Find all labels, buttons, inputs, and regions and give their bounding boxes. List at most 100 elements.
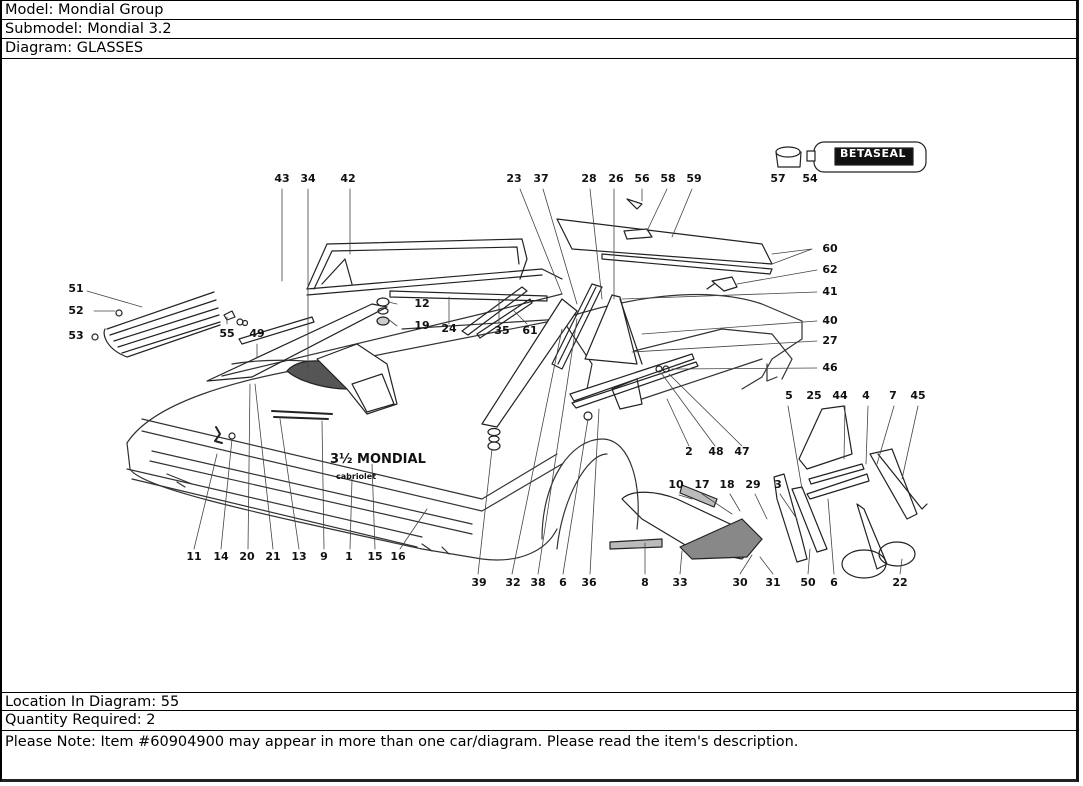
callout-6[interactable]: 6 <box>559 576 567 589</box>
callout-60[interactable]: 60 <box>822 242 838 255</box>
callout-32[interactable]: 32 <box>505 576 521 589</box>
callout-12[interactable]: 12 <box>414 297 430 310</box>
callout-22[interactable]: 22 <box>892 576 908 589</box>
callout-35[interactable]: 35 <box>494 324 510 337</box>
part-56-clip <box>626 198 643 210</box>
callout-3[interactable]: 3 <box>774 478 782 491</box>
ferrari-script-emblem <box>271 410 333 420</box>
part-23-seal <box>476 298 533 339</box>
part-24-strip <box>389 290 548 302</box>
part-62-connector <box>706 276 738 292</box>
betaseal-product-label: BETASEAL <box>840 147 907 160</box>
callout-4[interactable]: 4 <box>862 389 870 402</box>
part-39-washers <box>487 427 501 451</box>
diagram-name-row: Diagram: GLASSES <box>2 39 1079 59</box>
callout-18[interactable]: 18 <box>719 478 735 491</box>
exploded-view-drawing: 3½ MONDIAL cabriolet <box>86 141 928 579</box>
callout-17[interactable]: 17 <box>694 478 710 491</box>
callout-25[interactable]: 25 <box>806 389 822 402</box>
part-39-pillar <box>481 298 578 428</box>
part-34-air-intake <box>286 343 398 415</box>
callout-2[interactable]: 2 <box>685 445 693 458</box>
air-duct-tray <box>609 484 763 560</box>
callout-14[interactable]: 14 <box>213 550 229 563</box>
callout-43[interactable]: 43 <box>274 172 290 185</box>
callout-7[interactable]: 7 <box>889 389 897 402</box>
part-48-clip <box>655 365 663 373</box>
callout-6-door[interactable]: 6 <box>830 576 838 589</box>
callout-49[interactable]: 49 <box>249 327 265 340</box>
part-59-windscreen <box>556 198 773 275</box>
callout-56[interactable]: 56 <box>634 172 650 185</box>
callout-leader-lines <box>86 188 919 575</box>
location-row: Location In Diagram: 55 <box>2 692 1079 711</box>
callout-10[interactable]: 10 <box>668 478 684 491</box>
callout-20[interactable]: 20 <box>239 550 255 563</box>
part-38-strip <box>571 361 699 409</box>
callout-57[interactable]: 57 <box>770 172 786 185</box>
callout-50[interactable]: 50 <box>800 576 816 589</box>
part-43-strip <box>238 316 315 345</box>
part-35-seal <box>461 286 528 336</box>
callout-61[interactable]: 61 <box>522 324 538 337</box>
part-47-clip <box>662 365 670 373</box>
callout-38[interactable]: 38 <box>530 576 546 589</box>
callout-39[interactable]: 39 <box>471 576 487 589</box>
callout-33[interactable]: 33 <box>672 576 688 589</box>
callout-1[interactable]: 1 <box>345 550 353 563</box>
parts-diagram: 3½ MONDIAL cabriolet <box>2 59 1077 692</box>
part-10-hose <box>679 484 718 508</box>
callout-23[interactable]: 23 <box>506 172 522 185</box>
part-51-louvre <box>91 291 221 358</box>
callout-54[interactable]: 54 <box>802 172 818 185</box>
callout-16[interactable]: 16 <box>390 550 406 563</box>
callout-29[interactable]: 29 <box>745 478 761 491</box>
part-58-mirror-base <box>623 228 653 240</box>
callout-30[interactable]: 30 <box>732 576 748 589</box>
callout-24[interactable]: 24 <box>441 322 457 335</box>
callout-26[interactable]: 26 <box>608 172 624 185</box>
callout-5[interactable]: 5 <box>785 389 793 402</box>
callout-11[interactable]: 11 <box>186 550 202 563</box>
roll-bar-seal <box>306 238 563 296</box>
callout-8[interactable]: 8 <box>641 576 649 589</box>
callout-58[interactable]: 58 <box>660 172 676 185</box>
callout-55[interactable]: 55 <box>219 327 235 340</box>
callout-46[interactable]: 46 <box>822 361 838 374</box>
callout-62[interactable]: 62 <box>822 263 838 276</box>
callout-59[interactable]: 59 <box>686 172 702 185</box>
callout-27[interactable]: 27 <box>822 334 838 347</box>
callout-9[interactable]: 9 <box>320 550 328 563</box>
callout-51[interactable]: 51 <box>68 282 84 295</box>
part-37-channel <box>551 283 603 370</box>
callout-21[interactable]: 21 <box>265 550 281 563</box>
callout-47[interactable]: 47 <box>734 445 750 458</box>
model-row: Model: Mondial Group <box>2 1 1079 20</box>
callout-36[interactable]: 36 <box>581 576 597 589</box>
callout-34[interactable]: 34 <box>300 172 316 185</box>
callout-41[interactable]: 41 <box>822 285 838 298</box>
part-49-trim <box>206 303 388 382</box>
part-55-clip <box>223 310 249 327</box>
callout-13[interactable]: 13 <box>291 550 307 563</box>
callout-40[interactable]: 40 <box>822 314 838 327</box>
callout-52[interactable]: 52 <box>68 304 84 317</box>
part-2-sill-strip <box>569 353 695 402</box>
quantity-row: Quantity Required: 2 <box>2 711 1079 731</box>
callout-53[interactable]: 53 <box>68 329 84 342</box>
part-40-seal <box>619 298 643 365</box>
callout-42[interactable]: 42 <box>340 172 356 185</box>
betaseal-tube <box>775 141 927 173</box>
callout-37[interactable]: 37 <box>533 172 549 185</box>
mondial-badge: 3½ MONDIAL <box>330 452 426 467</box>
callout-15[interactable]: 15 <box>367 550 383 563</box>
part-26-quarter-glass <box>584 294 638 365</box>
callout-45[interactable]: 45 <box>910 389 926 402</box>
callout-48[interactable]: 48 <box>708 445 724 458</box>
callout-44[interactable]: 44 <box>832 389 848 402</box>
callout-28[interactable]: 28 <box>581 172 597 185</box>
submodel-row: Submodel: Mondial 3.2 <box>2 20 1079 39</box>
callout-19[interactable]: 19 <box>414 319 430 332</box>
cabriolet-badge: cabriolet <box>336 472 376 481</box>
callout-31[interactable]: 31 <box>765 576 781 589</box>
